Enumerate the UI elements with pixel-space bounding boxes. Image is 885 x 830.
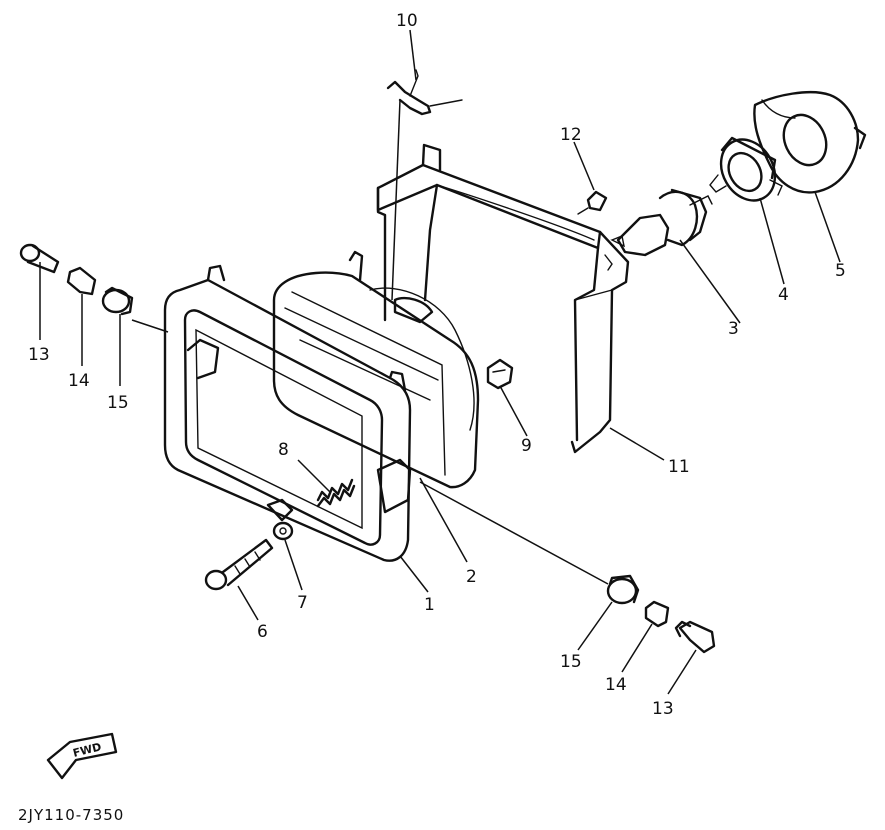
callout-4: 4	[778, 285, 789, 305]
callout-13-left: 13	[28, 345, 50, 365]
right-mount-bolt	[674, 620, 716, 654]
fwd-arrow-icon: FWD	[46, 732, 118, 780]
headlight-lens-unit	[272, 250, 480, 489]
headlight-bracket	[376, 143, 630, 454]
callout-10: 10	[396, 11, 418, 31]
callout-7: 7	[297, 593, 308, 613]
callout-13-right: 13	[652, 699, 674, 719]
left-grommet	[101, 286, 134, 316]
dust-cover	[753, 91, 867, 194]
small-screw	[577, 190, 608, 215]
callout-14-left: 14	[68, 371, 90, 391]
leader-lines	[39, 29, 841, 695]
nut-clip	[486, 358, 514, 390]
right-grommet	[606, 574, 640, 605]
callout-15-right: 15	[560, 652, 582, 672]
washer	[272, 521, 294, 541]
headlight-bulb	[610, 188, 713, 257]
bulb-socket	[709, 136, 783, 202]
callout-5: 5	[835, 261, 846, 281]
callout-6: 6	[257, 622, 268, 642]
adjusting-spring	[316, 478, 356, 508]
callout-3: 3	[728, 319, 739, 339]
callout-11: 11	[668, 457, 690, 477]
callout-12: 12	[560, 125, 582, 145]
callout-8: 8	[278, 440, 289, 460]
right-collar	[644, 600, 670, 628]
callout-9: 9	[521, 436, 532, 456]
headlight-rim	[163, 264, 412, 562]
callout-15-left: 15	[107, 393, 129, 413]
part-callouts: 1 2 3 4 5 6 7 8 9 10 11 12 13 14 15 13 1…	[28, 11, 846, 719]
adjusting-screw	[204, 538, 274, 591]
left-collar	[66, 266, 97, 296]
spring-clip	[386, 69, 463, 116]
callout-14-right: 14	[605, 675, 627, 695]
callout-1: 1	[424, 595, 435, 615]
left-mount-bolt	[19, 243, 60, 274]
callout-2: 2	[466, 567, 477, 587]
drawing-code: 2JY110-7350	[18, 806, 124, 824]
